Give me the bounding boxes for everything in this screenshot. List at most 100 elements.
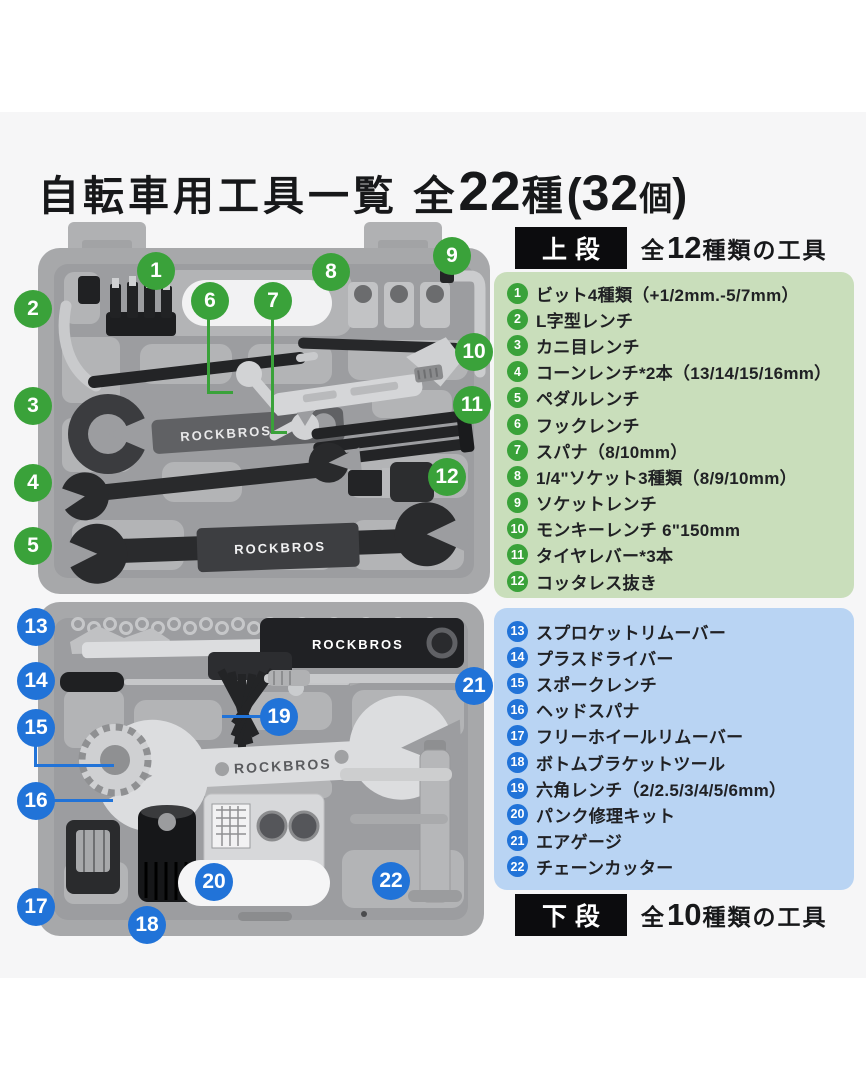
lockring-wrench xyxy=(68,394,164,474)
item-number-badge: 6 xyxy=(507,413,528,435)
list-item: 1 ビット4種類（+1/2mm.-5/7mm） xyxy=(507,280,854,306)
tool-marker-15: 15 xyxy=(17,709,55,747)
list-item: 14 プラスドライバー xyxy=(507,644,854,670)
tool-marker-6: 6 xyxy=(191,282,229,320)
item-label: スパナ（8/10mm） xyxy=(536,442,688,462)
item-number-badge: 21 xyxy=(507,830,528,852)
title-text: 自転車用工具一覧 全 xyxy=(38,173,459,220)
tool-marker-2: 2 xyxy=(14,290,52,328)
item-label: スプロケットリムーバー xyxy=(536,623,727,643)
item-number-badge: 13 xyxy=(507,620,528,642)
item-number-badge: 11 xyxy=(507,544,528,566)
list-item: 20 パンク修理キット xyxy=(507,801,854,827)
list-item: 10 モンキーレンチ 6"150mm xyxy=(507,516,854,542)
item-label: ソケットレンチ xyxy=(536,495,658,515)
item-number-badge: 4 xyxy=(507,361,528,383)
item-label: フックレンチ xyxy=(536,416,640,436)
upper-section-tag: 上段 xyxy=(515,227,627,269)
lower-section-header: 下段 全 10 種類の工具 xyxy=(515,894,827,936)
item-label: プラスドライバー xyxy=(536,649,674,669)
list-item: 6 フックレンチ xyxy=(507,411,854,437)
tool-marker-4: 4 xyxy=(14,464,52,502)
item-label: L字型レンチ xyxy=(536,311,634,331)
tool-marker-20: 20 xyxy=(195,863,233,901)
lower-label-pre: 全 xyxy=(641,904,666,930)
list-item: 15 スポークレンチ xyxy=(507,670,854,696)
tool-marker-9: 9 xyxy=(433,237,471,275)
list-item: 22 チェーンカッター xyxy=(507,854,854,880)
tool-marker-14: 14 xyxy=(17,662,55,700)
item-number-badge: 10 xyxy=(507,518,528,540)
tool-marker-16: 16 xyxy=(17,782,55,820)
list-item: 18 ボトムブラケットツール xyxy=(507,749,854,775)
list-item: 8 1/4"ソケット3種類（8/9/10mm） xyxy=(507,463,854,489)
adjustable-wrench xyxy=(271,337,463,415)
leader-line-15b xyxy=(34,764,114,767)
item-number-badge: 12 xyxy=(507,570,528,592)
item-label: エアゲージ xyxy=(536,833,623,853)
tool-marker-10: 10 xyxy=(455,333,493,371)
toolkit-photo: ROCKBROS xyxy=(38,222,490,936)
list-item: 11 タイヤレバー*3本 xyxy=(507,542,854,568)
item-number-badge: 2 xyxy=(507,308,528,330)
list-item: 17 フリーホイールリムーバー xyxy=(507,723,854,749)
list-item: 13 スプロケットリムーバー xyxy=(507,618,854,644)
tool-marker-7: 7 xyxy=(254,282,292,320)
leader-line-16 xyxy=(53,799,113,802)
cottarless-tool xyxy=(348,462,434,502)
title-count-types: 22 xyxy=(458,160,522,223)
tool-marker-19: 19 xyxy=(260,698,298,736)
pedal-wrench: ROCKBROS xyxy=(57,502,469,584)
item-label: カニ目レンチ xyxy=(536,337,640,357)
upper-label-pre: 全 xyxy=(641,237,666,263)
upper-label-post: 種類の工具 xyxy=(702,237,828,263)
tool-marker-21: 21 xyxy=(455,667,493,705)
item-label: コーンレンチ*2本（13/14/15/16mm） xyxy=(536,364,832,384)
list-item: 9 ソケットレンチ xyxy=(507,490,854,516)
item-label: 1/4"ソケット3種類（8/9/10mm） xyxy=(536,468,797,488)
svg-text:ROCKBROS: ROCKBROS xyxy=(234,539,326,557)
item-number-badge: 7 xyxy=(507,439,528,461)
upper-section-label: 全 12 種類の工具 xyxy=(641,230,827,266)
l-wrench xyxy=(58,276,318,392)
tool-marker-22: 22 xyxy=(372,862,410,900)
sprocket-remover-bar: ROCKBROS xyxy=(260,618,464,668)
lower-section-label: 全 10 種類の工具 xyxy=(641,897,827,933)
item-number-badge: 5 xyxy=(507,387,528,409)
sockets xyxy=(348,282,450,328)
item-label: コッタレス抜き xyxy=(536,573,658,593)
upper-section-header: 上段 全 12 種類の工具 xyxy=(515,227,827,269)
lower-case: ROCKBROS xyxy=(38,602,484,936)
item-label: モンキーレンチ 6"150mm xyxy=(536,521,741,541)
list-item: 3 カニ目レンチ xyxy=(507,332,854,358)
socket-driver-rod xyxy=(298,337,461,354)
tool-marker-17: 17 xyxy=(17,888,55,926)
svg-text:ROCKBROS: ROCKBROS xyxy=(234,755,332,776)
bits-set xyxy=(106,276,176,336)
item-label: スポークレンチ xyxy=(536,675,658,695)
tool-marker-5: 5 xyxy=(14,527,52,565)
svg-text:ROCKBROS: ROCKBROS xyxy=(180,423,273,444)
freewheel-remover xyxy=(66,820,120,894)
tool-marker-12: 12 xyxy=(428,458,466,496)
item-label: ビット4種類（+1/2mm.-5/7mm） xyxy=(536,285,799,305)
item-number-badge: 18 xyxy=(507,751,528,773)
item-label: チェーンカッター xyxy=(536,859,674,879)
leader-line-7b xyxy=(271,431,287,434)
leader-line-15 xyxy=(34,745,37,767)
list-item: 4 コーンレンチ*2本（13/14/15/16mm） xyxy=(507,359,854,385)
upper-case: ROCKBROS xyxy=(38,222,490,594)
patch-kit xyxy=(203,793,325,875)
svg-text:ROCKBROS: ROCKBROS xyxy=(312,637,404,652)
title-unit-pieces: 個 xyxy=(639,180,673,218)
latch-slot xyxy=(238,912,292,921)
item-label: ペダルレンチ xyxy=(536,390,640,410)
lower-label-num: 10 xyxy=(667,897,702,932)
chain-cutter xyxy=(340,740,462,917)
item-number-badge: 14 xyxy=(507,646,528,668)
item-number-badge: 9 xyxy=(507,492,528,514)
leader-line-7 xyxy=(271,318,274,434)
item-number-badge: 1 xyxy=(507,282,528,304)
